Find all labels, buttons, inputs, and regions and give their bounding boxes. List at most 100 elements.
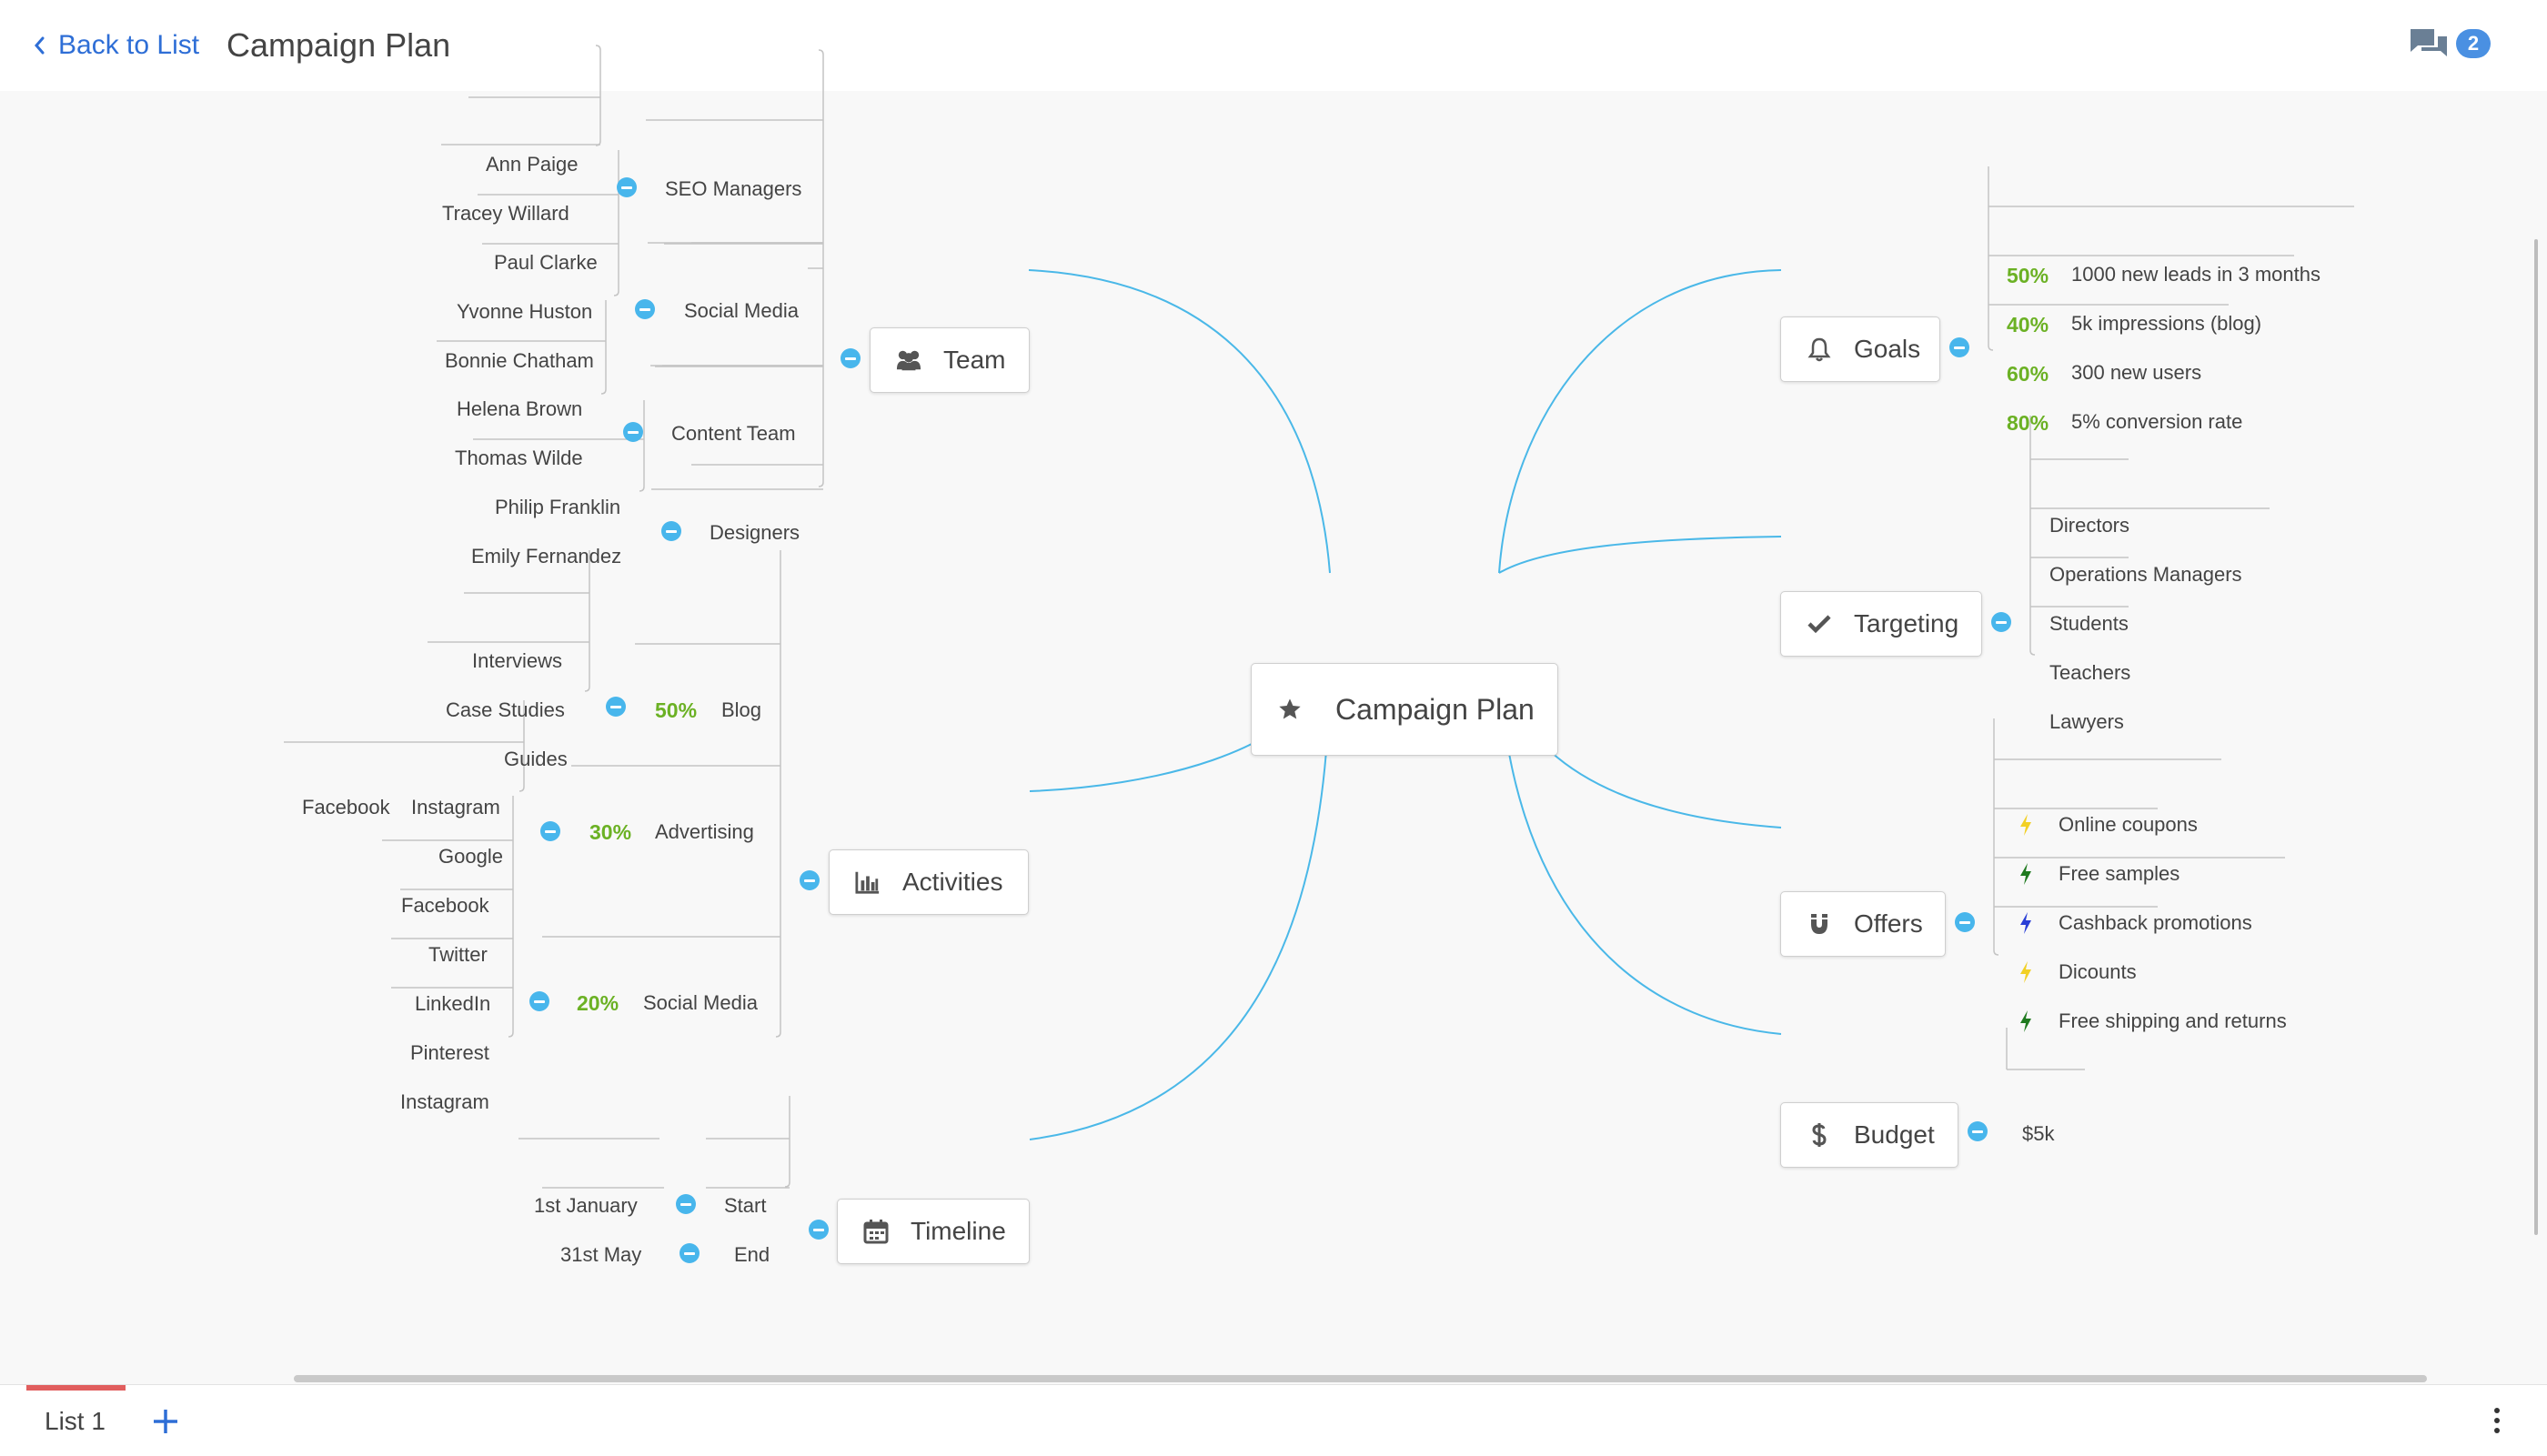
chevron-left-icon (35, 36, 45, 55)
vertical-scrollbar[interactable] (2534, 239, 2538, 1235)
activity-advertising-label: Advertising (655, 820, 754, 843)
activity-item: Case Studies (446, 698, 565, 721)
team-member: Helena Brown (457, 397, 583, 420)
lightning-icon (2020, 961, 2031, 983)
goal-percent: 60% (2007, 362, 2049, 386)
collapse-budget-toggle[interactable] (1968, 1121, 1988, 1141)
branch-offers-label: Offers (1854, 909, 1923, 938)
activity-item: Interviews (472, 649, 563, 672)
branch-targeting[interactable]: Targeting (1780, 591, 1982, 657)
lightning-icon (2020, 912, 2031, 934)
activity-item: LinkedIn (415, 992, 491, 1015)
team-member: Tracey Willard (442, 202, 569, 225)
collapse-start-toggle[interactable] (676, 1194, 696, 1214)
team-member: Bonnie Chatham (445, 349, 594, 372)
branch-budget[interactable]: Budget (1780, 1102, 1958, 1168)
team-member: Ann Paige (486, 153, 579, 176)
team-group-content-label: Content Team (671, 422, 796, 445)
goal-percent: 50% (2007, 264, 2049, 287)
branch-offers[interactable]: Offers (1780, 891, 1946, 957)
budget-value: $5k (2022, 1122, 2055, 1145)
branch-timeline[interactable]: Timeline (837, 1199, 1030, 1264)
branch-goals-label: Goals (1854, 335, 1921, 363)
collapse-seo-toggle[interactable] (617, 177, 637, 197)
comments-button[interactable]: 2 (2409, 22, 2500, 67)
timeline-start-value: 1st January (534, 1194, 638, 1217)
users-icon (896, 347, 921, 373)
target-item: Students (2049, 612, 2129, 635)
collapse-end-toggle[interactable] (680, 1243, 700, 1263)
target-item: Lawyers (2049, 710, 2124, 733)
offer-item: Free samples (2059, 862, 2180, 885)
root-node[interactable]: Campaign Plan (1251, 663, 1558, 756)
collapse-goals-toggle[interactable] (1949, 337, 1969, 357)
activity-item: Facebook (302, 796, 390, 818)
comment-count-badge: 2 (2456, 29, 2491, 58)
collapse-targeting-toggle[interactable] (1991, 612, 2011, 632)
offer-item: Dicounts (2059, 960, 2137, 983)
offer-item: Cashback promotions (2059, 911, 2252, 934)
team-member: Philip Franklin (495, 496, 621, 518)
offer-item: Online coupons (2059, 813, 2198, 836)
page-title: Campaign Plan (227, 26, 451, 64)
collapse-social-activity-toggle[interactable] (529, 991, 549, 1011)
collapse-team-toggle[interactable] (841, 348, 861, 368)
blog-percent: 50% (655, 698, 698, 722)
activity-item: Instagram (400, 1090, 489, 1113)
activity-blog-label: Blog (721, 698, 762, 721)
root-node-label: Campaign Plan (1335, 692, 1535, 726)
branch-team[interactable]: Team (870, 327, 1030, 393)
horizontal-scrollbar[interactable] (294, 1375, 2427, 1382)
activity-item: Instagram (411, 796, 500, 818)
collapse-social-team-toggle[interactable] (635, 299, 655, 319)
branch-activities[interactable]: Activities (829, 849, 1029, 915)
collapse-blog-toggle[interactable] (606, 697, 626, 717)
mindmap-canvas[interactable]: Campaign Plan Team SEO Managers Ann Paig… (0, 45, 2547, 1382)
goal-percent: 80% (2007, 411, 2049, 435)
timeline-end-label: End (734, 1243, 770, 1266)
collapse-activities-toggle[interactable] (800, 870, 820, 890)
lightning-icon (2020, 863, 2031, 885)
activity-item: Guides (504, 748, 568, 770)
header-bar: Back to List Campaign Plan 2 (0, 0, 2547, 91)
collapse-offers-toggle[interactable] (1955, 912, 1975, 932)
collapse-advertising-toggle[interactable] (540, 821, 560, 841)
team-group-designers-label: Designers (710, 521, 800, 544)
check-icon (1807, 611, 1832, 637)
branch-timeline-label: Timeline (911, 1217, 1006, 1245)
goal-percent: 40% (2007, 313, 2049, 336)
target-item: Teachers (2049, 661, 2131, 684)
timeline-start-label: Start (724, 1194, 767, 1217)
back-to-list-link[interactable]: Back to List (33, 25, 199, 65)
team-member: Emily Fernandez (471, 545, 622, 567)
branch-activities-label: Activities (902, 868, 1003, 896)
add-tab-plus-icon[interactable] (146, 1401, 186, 1441)
activity-item: Twitter (428, 943, 488, 966)
footer-tab-bar: List 1 (0, 1384, 2547, 1456)
target-item: Directors (2049, 514, 2130, 537)
advertising-percent: 30% (589, 820, 632, 844)
collapse-content-toggle[interactable] (623, 422, 643, 442)
star-icon (1277, 697, 1303, 722)
goal-text: 5k impressions (blog) (2071, 312, 2262, 335)
social-percent: 20% (577, 991, 619, 1015)
collapse-designers-toggle[interactable] (661, 521, 681, 541)
activity-item: Google (438, 845, 503, 868)
tab-list-1[interactable]: List 1 (45, 1407, 106, 1435)
goal-text: 1000 new leads in 3 months (2071, 263, 2320, 286)
collapse-timeline-toggle[interactable] (809, 1220, 829, 1240)
offer-item: Free shipping and returns (2059, 1009, 2287, 1032)
more-options-icon[interactable] (2483, 1398, 2511, 1443)
target-item: Operations Managers (2049, 563, 2242, 586)
team-member: Thomas Wilde (455, 447, 583, 469)
team-group-social-label: Social Media (684, 299, 799, 322)
calendar-icon (863, 1219, 889, 1244)
magnet-icon (1807, 911, 1832, 937)
team-member: Paul Clarke (494, 251, 598, 274)
active-tab-indicator (26, 1385, 126, 1391)
bar-chart-icon (855, 869, 881, 895)
team-member: Yvonne Huston (457, 300, 593, 323)
branch-goals[interactable]: Goals (1780, 316, 1940, 382)
branch-budget-label: Budget (1854, 1120, 1935, 1149)
activity-social-label: Social Media (643, 991, 758, 1014)
